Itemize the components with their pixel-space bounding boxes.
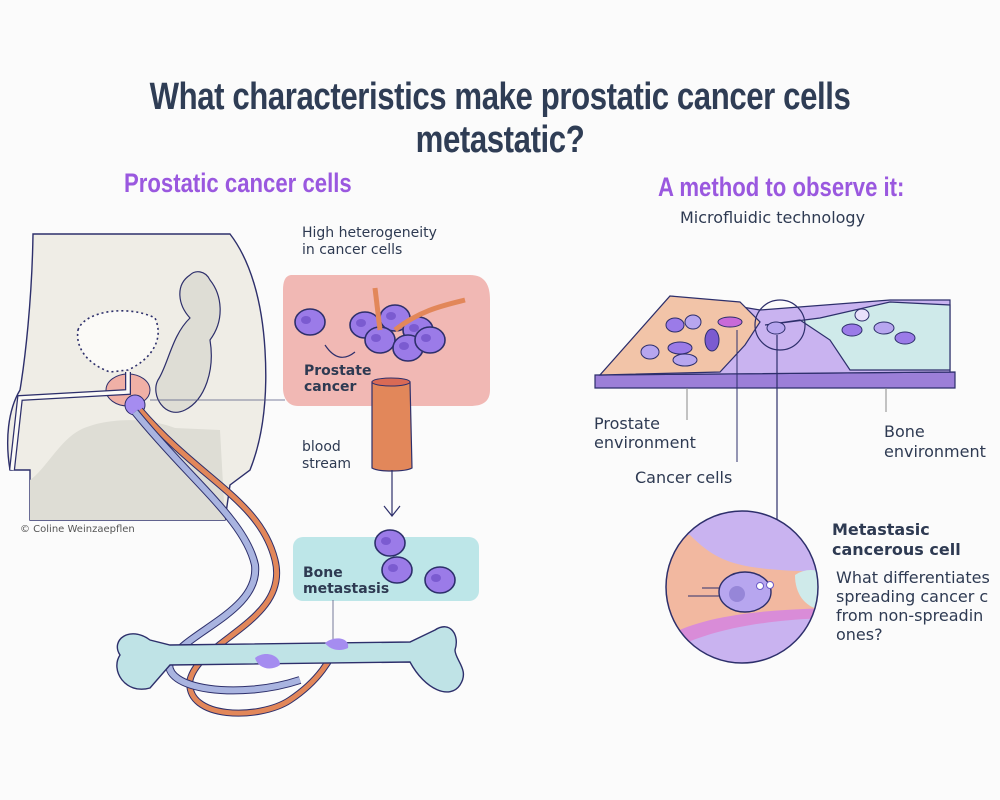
bone (116, 626, 465, 693)
metastasic-cell-title-line2: cancerous cell (832, 540, 961, 559)
question-line2: spreading cancer c (836, 587, 989, 606)
magnified-cell-view (665, 510, 819, 664)
question-line4: ones? (836, 625, 883, 644)
question-line3: from non-spreadin (836, 606, 984, 625)
cancer-cells-label: Cancer cells (635, 468, 733, 487)
blood-stream-label-line1: blood (302, 439, 341, 455)
right-section-heading: A method to observe it: (658, 172, 905, 202)
prostate-environment-label-line1: Prostate (594, 414, 660, 433)
body-silhouette (6, 233, 285, 521)
metastasic-cell-title-line1: Metastasic (832, 520, 930, 539)
left-section-heading: Prostatic cancer cells (124, 168, 352, 198)
heterogeneity-label-line2: in cancer cells (302, 242, 403, 258)
vein (132, 410, 301, 694)
credit-line: © Coline Weinzaepflen (20, 524, 135, 535)
page-title: What characteristics make prostatic canc… (149, 76, 851, 161)
method-subheading: Microfluidic technology (680, 208, 866, 227)
prostate-cancer-label-line1: Prostate (304, 363, 372, 379)
blood-stream-label-line2: stream (302, 456, 352, 472)
bone-metastasis-panel (293, 529, 479, 640)
question-line1: What differentiates (836, 568, 990, 587)
bone-environment-label-line2: environment (884, 442, 986, 461)
prostate-cancer-panel (283, 275, 490, 406)
bone-environment-label-line1: Bone (884, 422, 925, 441)
heterogeneity-label-line1: High heterogeneity (302, 225, 437, 241)
bone-metastasis-label-line1: Bone (303, 565, 343, 581)
prostate-environment-label-line2: environment (594, 433, 696, 452)
prostate-cancer-label-line2: cancer (304, 379, 357, 395)
blood-vessel-tube (371, 377, 413, 517)
microfluidic-chip (594, 295, 956, 520)
bone-metastasis-label-line2: metastasis (303, 581, 390, 597)
